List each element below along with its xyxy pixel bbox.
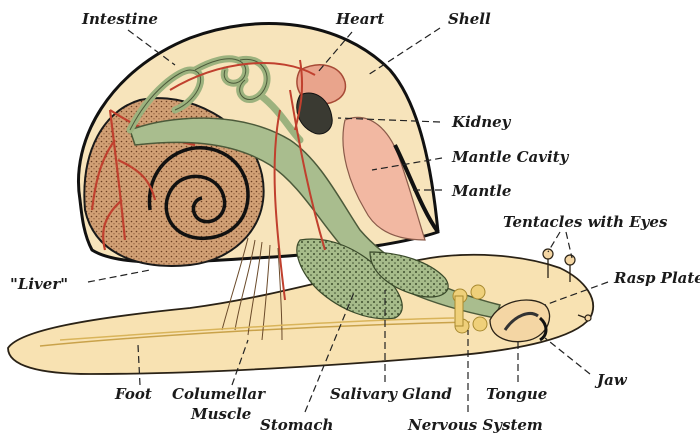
label-columellar: Columellar (172, 385, 266, 403)
label-muscle: Muscle (190, 405, 251, 423)
label-shell: Shell (448, 10, 491, 28)
label-heart: Heart (335, 10, 384, 28)
label-jaw: Jaw (594, 371, 628, 389)
leader-jaw (545, 338, 590, 374)
label-kidney: Kidney (451, 113, 512, 131)
label-mantle-cavity: Mantle Cavity (451, 148, 570, 166)
label-salivary-gland: Salivary Gland (330, 385, 452, 403)
label-stomach: Stomach (260, 416, 333, 434)
label-nervous-system: Nervous System (407, 416, 543, 434)
label-rasp-plate: Rasp Plate (613, 269, 700, 287)
label-foot: Foot (114, 385, 152, 403)
label-tongue: Tongue (486, 385, 547, 403)
label-tentacles: Tentacles with Eyes (503, 213, 668, 231)
label-mantle: Mantle (451, 182, 511, 200)
label-intestine: Intestine (81, 10, 158, 28)
label-liver: "Liver" (10, 275, 68, 293)
leader-liver (88, 270, 150, 282)
leader-tentacles-2 (566, 232, 572, 258)
